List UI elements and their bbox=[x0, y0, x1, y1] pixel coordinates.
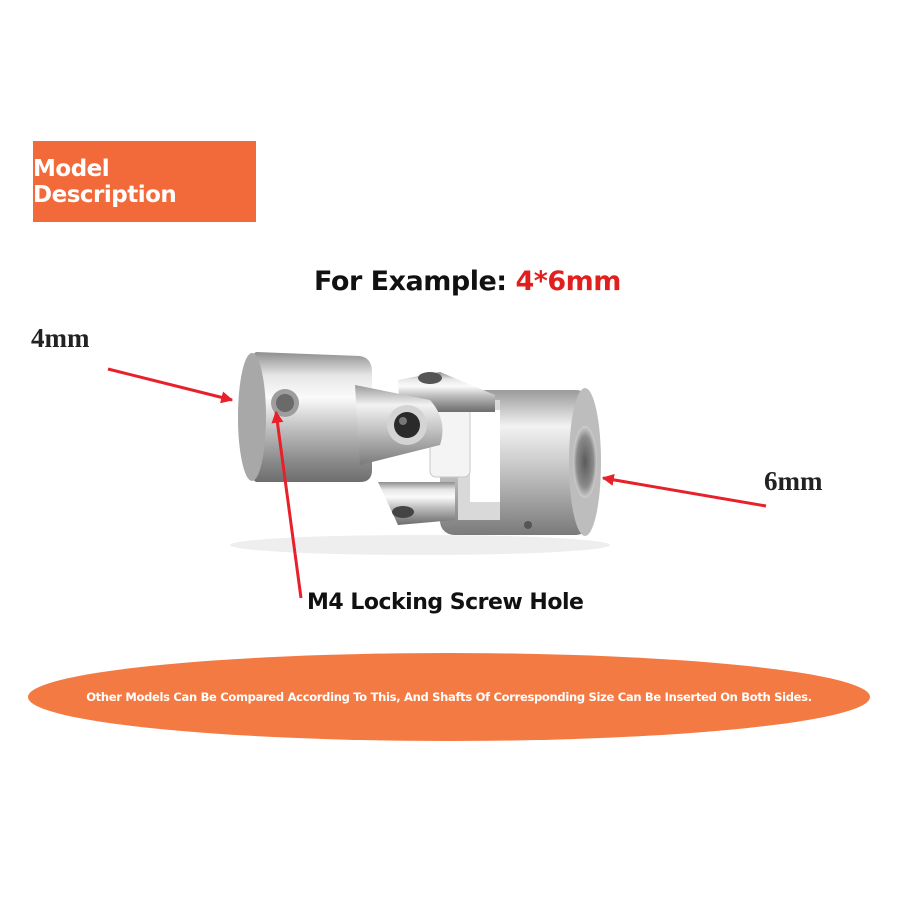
info-banner: Other Models Can Be Compared According T… bbox=[28, 653, 870, 741]
dimension-4mm-label: 4mm bbox=[31, 323, 90, 353]
example-value: 4*6mm bbox=[515, 266, 621, 297]
example-prefix: For Example: bbox=[314, 266, 516, 297]
screw-hole-label: M4 Locking Screw Hole bbox=[307, 590, 584, 615]
universal-joint bbox=[230, 352, 610, 555]
example-heading: For Example: 4*6mm bbox=[0, 266, 900, 297]
arrow-6mm bbox=[601, 473, 767, 508]
arrow-screw-hole bbox=[271, 410, 303, 599]
model-description-badge: Model Description bbox=[33, 141, 256, 222]
dimension-6mm-label: 6mm bbox=[764, 466, 823, 496]
arrow-4mm bbox=[107, 367, 234, 404]
info-banner-text: Other Models Can Be Compared According T… bbox=[86, 690, 812, 704]
badge-label: Model Description bbox=[33, 155, 177, 208]
